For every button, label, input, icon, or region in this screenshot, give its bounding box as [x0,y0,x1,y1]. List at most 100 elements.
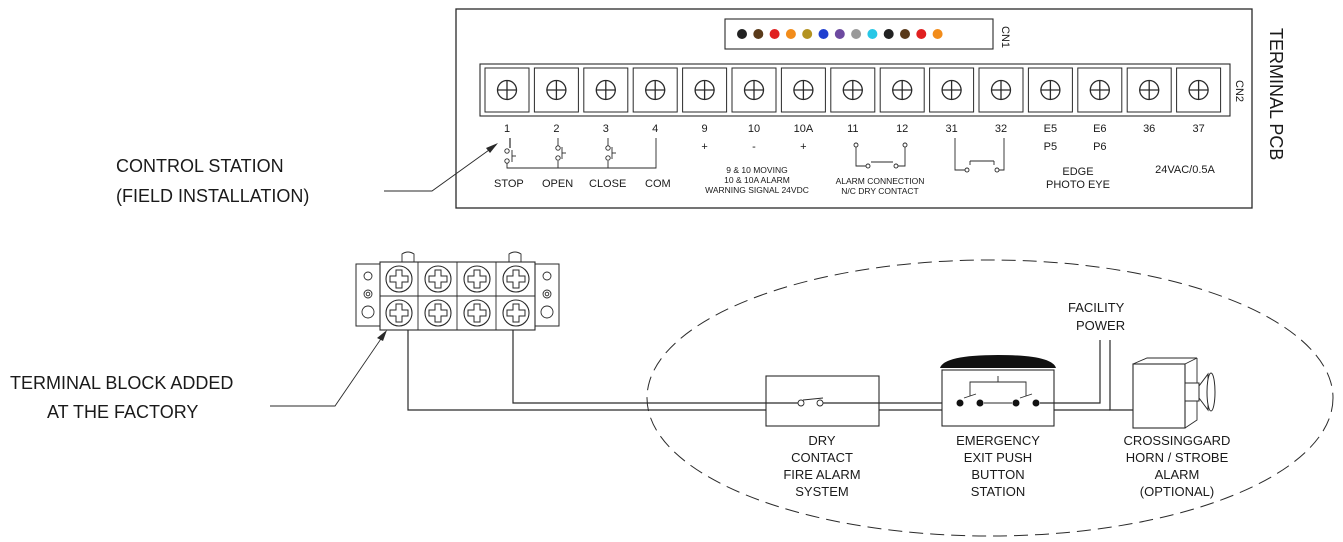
cn2-terminal: 32 [978,67,1024,135]
exit-button-line-2: EXIT PUSH [964,450,1032,465]
dry-contact-line-3: FIRE ALARM [783,467,860,482]
terminal-number: 37 [1192,123,1204,135]
cn1-label: CN1 [999,26,1011,48]
cn1-wire-dot [883,29,894,39]
cn1-wire-dots [737,29,943,39]
terminal-sub-label: P6 [1093,141,1106,153]
terminal-number: 3 [603,123,609,135]
cn2-terminal: 36 [1126,67,1172,135]
wire-facility-power-2 [1109,340,1133,411]
terminal-block-screws [385,265,530,327]
horn-line-2: HORN / STROBE [1126,450,1229,465]
terminal-block-line-1: TERMINAL BLOCK ADDED [10,373,233,393]
label-close: CLOSE [589,178,626,190]
alarm-connection-line-2: N/C DRY CONTACT [841,186,918,196]
cn2-terminal: 2 [533,67,579,135]
terminal-number: 1 [504,123,510,135]
cn1-wire-dot [900,29,910,39]
exit-button-line-3: BUTTON [971,467,1024,482]
terminal-block-screw [385,299,413,327]
power-rating: 24VAC/0.5A [1155,164,1215,176]
label-open: OPEN [542,178,573,190]
label-stop: STOP [494,178,524,190]
dry-contact-line-2: CONTACT [791,450,853,465]
cn2-label: CN2 [1233,80,1245,102]
terminal-block-screw [385,265,413,293]
cn2-terminal: 12 [879,67,925,135]
facility-power-line-1: FACILITY [1068,300,1125,315]
alarm-connection-line-1: ALARM CONNECTION [836,176,925,186]
terminal-number: 32 [995,123,1007,135]
terminal-block-screw [502,265,530,293]
label-com: COM [645,178,671,190]
cn1-wire-dot [932,29,943,39]
cn2-terminal: 37 [1176,67,1222,135]
exit-button-cap [940,355,1056,368]
terminal-sub-label: + [800,141,806,153]
terminal-sub-label: + [701,141,707,153]
dry-contact-line-1: DRY [808,433,836,448]
terminal-sub-label: P5 [1044,141,1057,153]
cn2-terminal: 3 [583,67,629,135]
horn-line-1: CROSSINGGARD [1124,433,1231,448]
dry-contact-line-4: SYSTEM [795,484,848,499]
terminal-number: 11 [847,123,858,135]
alarm-nc-contact-symbol [853,142,908,169]
terminal-number: 12 [896,123,908,135]
terminal-block-screw [424,299,452,327]
terminal-number: E5 [1044,123,1057,135]
terminal-block [355,251,560,331]
control-station-switches [504,138,657,169]
horn-line-4: (OPTIONAL) [1140,484,1214,499]
terminal-number: 31 [945,123,957,135]
cn1-wire-dot [769,29,780,39]
cn1-wire-dot [802,29,813,39]
cn2-terminal: 31 [929,67,975,135]
cn1-wire-dot [834,29,845,39]
cn1-wire-dot [851,29,862,39]
terminal-31-32-contact-symbol [954,138,1005,173]
field-installation-boundary [646,259,1334,537]
terminal-sub-label: - [752,141,756,153]
cn2-terminal: 9+ [682,67,728,153]
terminal-number: E6 [1093,123,1106,135]
cn1-wire-dot [818,29,829,39]
terminal-number: 36 [1143,123,1155,135]
control-station-arrowhead [486,143,498,153]
cn1-wire-dot [916,29,927,39]
cn2-terminal: 4 [632,67,678,135]
terminal-block-line-2: AT THE FACTORY [47,402,198,422]
terminal-number: 9 [702,123,708,135]
exit-button-contacts [956,376,1040,407]
horn-strobe-alarm [1132,357,1216,429]
edge-photo-eye-line-2: PHOTO EYE [1046,179,1110,191]
exit-button-line-1: EMERGENCY [956,433,1040,448]
moving-signal-line-1: 9 & 10 MOVING [726,165,787,175]
exit-button-line-4: STATION [971,484,1025,499]
cn2-terminal: 10- [731,67,777,153]
cn1-wire-dot [753,29,764,39]
horn-line-3: ALARM [1155,467,1200,482]
terminal-number: 4 [652,123,658,135]
wire-block-to-fire-alarm [512,330,795,404]
facility-power-line-2: POWER [1076,318,1125,333]
control-station-line-2: (FIELD INSTALLATION) [116,186,309,206]
terminal-block-screw [463,265,491,293]
terminal-block-arrowhead [377,330,387,341]
terminal-block-screw [424,265,452,293]
pcb-title: TERMINAL PCB [1266,28,1286,160]
moving-signal-line-2: 10 & 10A ALARM [724,175,790,185]
terminal-block-leader [270,332,386,407]
cn2-terminal: 10A + [780,67,826,153]
cn2-terminal: 11 [830,67,876,135]
cn1-wire-dot [867,29,878,39]
moving-signal-line-3: WARNING SIGNAL 24VDC [705,185,809,195]
cn1-wire-dot [737,29,747,39]
cn1-wire-dot [785,29,796,39]
terminal-number: 10A [794,123,814,135]
